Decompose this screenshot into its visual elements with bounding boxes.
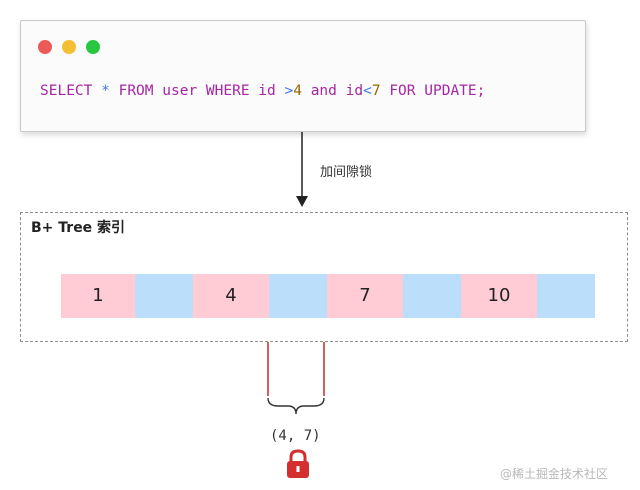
index-gap-cell xyxy=(403,274,461,318)
watermark: @稀土掘金技术社区 xyxy=(500,467,609,481)
minimize-dot xyxy=(62,40,76,54)
index-key-cell: 4 xyxy=(193,274,269,318)
index-key-cell: 1 xyxy=(61,274,135,318)
index-key-cell: 7 xyxy=(327,274,403,318)
index-gap-cell xyxy=(135,274,193,318)
down-arrow xyxy=(296,132,308,207)
sql-token: SELECT xyxy=(40,83,93,99)
range-brace xyxy=(267,397,325,415)
maximize-dot xyxy=(86,40,100,54)
code-window: SELECT * FROM user WHERE id >4 and id<7 … xyxy=(20,20,586,132)
index-gap-cell xyxy=(269,274,327,318)
sql-token: and xyxy=(310,83,337,99)
gap-range-label: (4, 7) xyxy=(270,428,321,444)
sql-token: UPDATE; xyxy=(424,83,486,99)
sql-token: 4 xyxy=(293,83,302,99)
sql-token: > xyxy=(284,83,294,99)
close-dot xyxy=(38,40,52,54)
sql-statement: SELECT * FROM user WHERE id >4 and id<7 … xyxy=(40,83,485,99)
padlock-icon xyxy=(287,449,309,478)
sql-token: < xyxy=(363,83,372,99)
sql-token: FROM xyxy=(118,83,154,99)
index-key-cell: 10 xyxy=(461,274,537,318)
sql-token: 7 xyxy=(371,83,381,99)
sql-token: FOR xyxy=(389,83,416,99)
sql-token: id xyxy=(345,83,364,99)
sql-token: * xyxy=(101,83,110,99)
btree-index-box: B+ Tree 索引 1 4 7 10 xyxy=(20,212,628,342)
sql-token: user xyxy=(162,83,198,99)
sql-token: id xyxy=(258,83,276,99)
index-title: B+ Tree 索引 xyxy=(31,220,126,236)
gap-lock-label: 加间隙锁 xyxy=(320,165,373,180)
sql-token: WHERE xyxy=(205,83,250,99)
index-gap-cell xyxy=(537,274,595,318)
